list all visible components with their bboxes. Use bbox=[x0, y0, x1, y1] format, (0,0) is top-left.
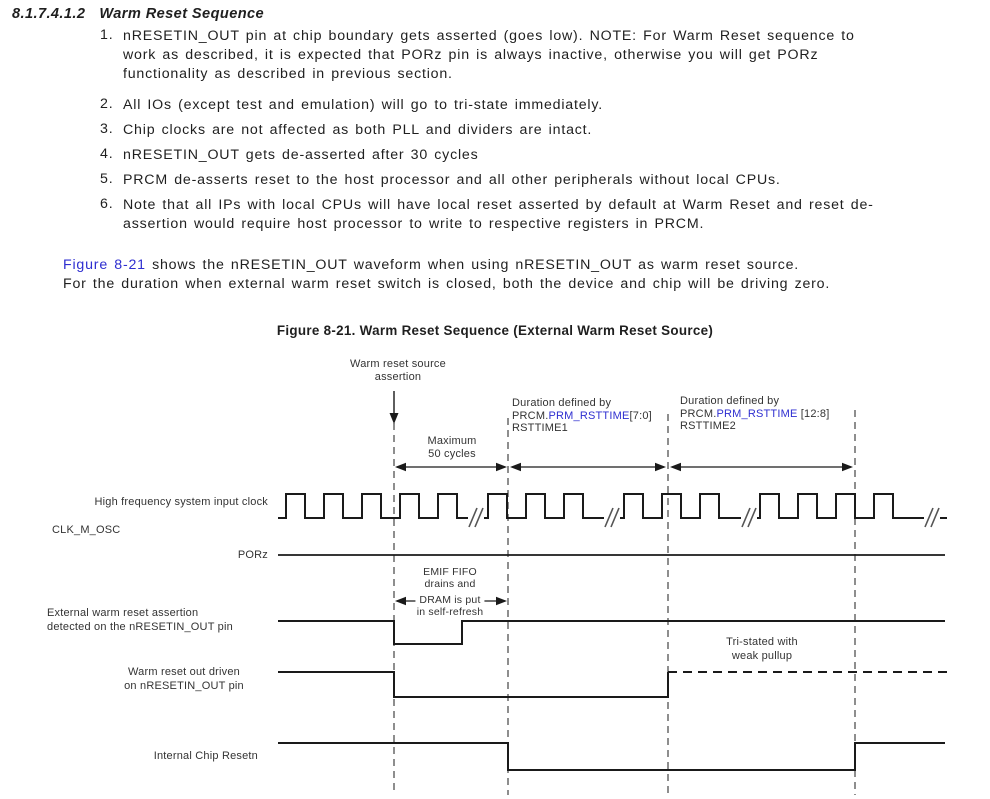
list-item-line: assertion would require host processor t… bbox=[123, 216, 705, 232]
arrow-rsttime2 bbox=[670, 462, 853, 472]
dashed-guide-lines bbox=[393, 410, 856, 795]
internal-chip-resetn-waveform bbox=[278, 742, 945, 771]
list-item-5: 5. PRCM de-asserts reset to the host pro… bbox=[100, 171, 980, 190]
self-refresh-label: in self-refresh bbox=[416, 606, 484, 618]
arrow-rsttime1 bbox=[510, 462, 666, 472]
list-item-4: 4. nRESETIN_OUT gets de-asserted after 3… bbox=[100, 146, 980, 165]
section-title: Warm Reset Sequence bbox=[99, 6, 265, 22]
list-number: 5. bbox=[100, 171, 114, 187]
list-number: 4. bbox=[100, 146, 114, 162]
warm-reset-out-label: Warm reset out driven on nRESETIN_OUT pi… bbox=[124, 666, 244, 692]
figure-title: Figure 8-21. Warm Reset Sequence (Extern… bbox=[276, 323, 714, 338]
list-item-line: nRESETIN_OUT gets de-asserted after 30 c… bbox=[123, 147, 479, 163]
porz-label: PORz bbox=[237, 549, 268, 561]
external-warm-reset-waveform bbox=[278, 620, 945, 645]
list-item-line: functionality as described in previous s… bbox=[123, 66, 453, 82]
clk-m-osc-label: CLK_M_OSC bbox=[52, 524, 121, 536]
list-item-line: Note that all IPs with local CPUs will h… bbox=[123, 197, 874, 213]
tristate-label: Tri-stated with weak pullup bbox=[726, 636, 798, 662]
duration-rsttime1-label: Duration defined by PRCM.PRM_RSTTIME[7:0… bbox=[512, 397, 652, 434]
maximum-50-cycles-label: Maximum 50 cycles bbox=[427, 435, 477, 460]
assertion-down-arrow bbox=[389, 391, 399, 424]
list-number: 1. bbox=[100, 27, 114, 43]
list-item-1: 1. nRESETIN_OUT pin at chip boundary get… bbox=[100, 27, 980, 84]
dram-is-put-label: DRAM is put bbox=[415, 594, 485, 607]
list-item-line: PRCM de-asserts reset to the host proces… bbox=[123, 172, 781, 188]
arrow-max-50-cycles bbox=[395, 462, 507, 472]
paragraph-text: For the duration when external warm rese… bbox=[63, 276, 831, 292]
paragraph-text: shows the nRESETIN_OUT waveform when usi… bbox=[145, 257, 800, 273]
list-item-line: All IOs (except test and emulation) will… bbox=[123, 97, 603, 113]
warm-reset-out-waveform bbox=[278, 671, 669, 698]
list-number: 2. bbox=[100, 96, 114, 112]
external-warm-reset-label: External warm reset assertion detected o… bbox=[47, 607, 233, 633]
clock-signal-label: High frequency system input clock bbox=[94, 496, 268, 508]
warm-reset-source-label: Warm reset source assertion bbox=[350, 358, 446, 383]
clock-waveform bbox=[278, 493, 947, 519]
list-number: 3. bbox=[100, 121, 114, 137]
prm-rsttime-link[interactable]: PRM_RSTTIME bbox=[716, 407, 798, 420]
list-item-line: work as described, it is expected that P… bbox=[123, 47, 819, 63]
prm-rsttime-link[interactable]: PRM_RSTTIME bbox=[548, 409, 630, 422]
list-item-3: 3. Chip clocks are not affected as both … bbox=[100, 121, 980, 140]
list-item-line: nRESETIN_OUT pin at chip boundary gets a… bbox=[123, 28, 855, 44]
list-number: 6. bbox=[100, 196, 114, 212]
list-item-2: 2. All IOs (except test and emulation) w… bbox=[100, 96, 980, 115]
duration-rsttime2-label: Duration defined by PRCM.PRM_RSTTIME [12… bbox=[680, 395, 830, 432]
internal-chip-resetn-label: Internal Chip Resetn bbox=[153, 750, 258, 762]
list-item-line: Chip clocks are not affected as both PLL… bbox=[123, 122, 593, 138]
clock-break-marks bbox=[468, 507, 940, 528]
list-item-6: 6. Note that all IPs with local CPUs wil… bbox=[100, 196, 980, 234]
figure-reference-paragraph: Figure 8-21 shows the nRESETIN_OUT wavef… bbox=[63, 256, 978, 294]
section-heading: 8.1.7.4.1.2 Warm Reset Sequence bbox=[12, 6, 264, 22]
figure-8-21-link[interactable]: Figure 8-21 bbox=[63, 257, 146, 273]
section-number: 8.1.7.4.1.2 bbox=[12, 6, 86, 22]
emif-fifo-label: EMIF FIFO drains and bbox=[423, 566, 477, 590]
